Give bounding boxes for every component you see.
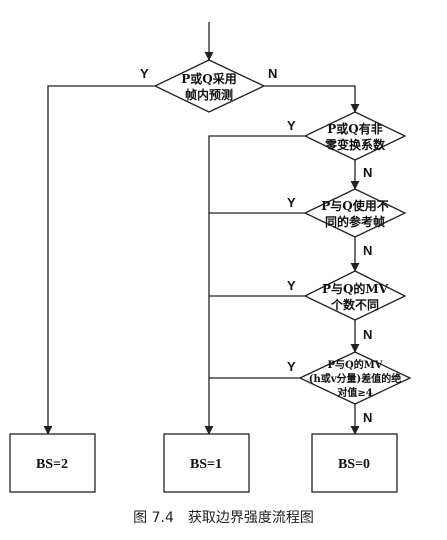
result-bs1-box <box>163 433 250 493</box>
d1-no-line <box>264 85 360 113</box>
result-bs2: BS=2 <box>9 433 96 493</box>
d5-no-label: N <box>363 410 372 425</box>
d3-no-label: N <box>363 243 372 258</box>
d2-no-label: N <box>363 165 372 180</box>
decision-2-diamond <box>303 111 407 161</box>
decision-1-line-2: 帧内预测 <box>185 87 233 102</box>
result-bs2-box <box>9 433 96 493</box>
decision-3-diamond <box>303 188 407 238</box>
d4-no-label: N <box>363 327 372 342</box>
figure-caption: 图 7.4 获取边界强度流程图 <box>133 510 314 526</box>
decision-1: P或Q采用 帧内预测 <box>153 59 266 113</box>
d2-yes-line <box>204 135 305 435</box>
decision-4: P与Q的MV 个数不同 <box>303 270 407 321</box>
decision-4-line-2: 个数不同 <box>330 297 379 312</box>
d3-yes-label: Y <box>287 195 296 210</box>
decision-5-diamond <box>298 351 412 405</box>
decision-1-line-1: P或Q采用 <box>181 71 236 86</box>
decision-3-line-1: P与Q使用不 <box>321 198 388 213</box>
d1-yes-line <box>43 85 155 435</box>
result-bs1-label: BS=1 <box>190 457 222 472</box>
d4-yes-label: Y <box>287 278 296 293</box>
result-bs1: BS=1 <box>163 433 250 493</box>
d1-yes-label: Y <box>140 66 149 81</box>
result-bs0: BS=0 <box>311 433 398 493</box>
d1-no-label: N <box>268 66 277 81</box>
decision-2: P或Q有非 零变换系数 <box>303 111 407 161</box>
d5-yes-label: Y <box>287 359 296 374</box>
decision-5-line-2: (h或v分量)差值的绝 <box>309 372 402 385</box>
branch-labels: Y N Y N Y N Y N Y N <box>140 66 372 425</box>
decision-2-line-1: P或Q有非 <box>327 121 382 136</box>
decision-5-line-3: 对值≥4 <box>337 386 372 399</box>
result-bs2-label: BS=2 <box>36 457 68 472</box>
decision-2-line-2: 零变换系数 <box>324 137 386 152</box>
d2-yes-label: Y <box>287 118 296 133</box>
decision-4-line-1: P与Q的MV <box>322 281 389 296</box>
decision-5: P与Q的MV (h或v分量)差值的绝 对值≥4 <box>298 351 412 405</box>
decision-3: P与Q使用不 同的参考帧 <box>303 188 407 238</box>
connectors <box>43 22 360 435</box>
result-bs0-label: BS=0 <box>338 457 370 472</box>
decision-3-line-2: 同的参考帧 <box>325 214 385 229</box>
decision-4-diamond <box>303 270 407 321</box>
result-bs0-box <box>311 433 398 493</box>
decision-5-line-1: P与Q的MV <box>327 358 382 371</box>
decision-1-diamond <box>153 59 266 113</box>
